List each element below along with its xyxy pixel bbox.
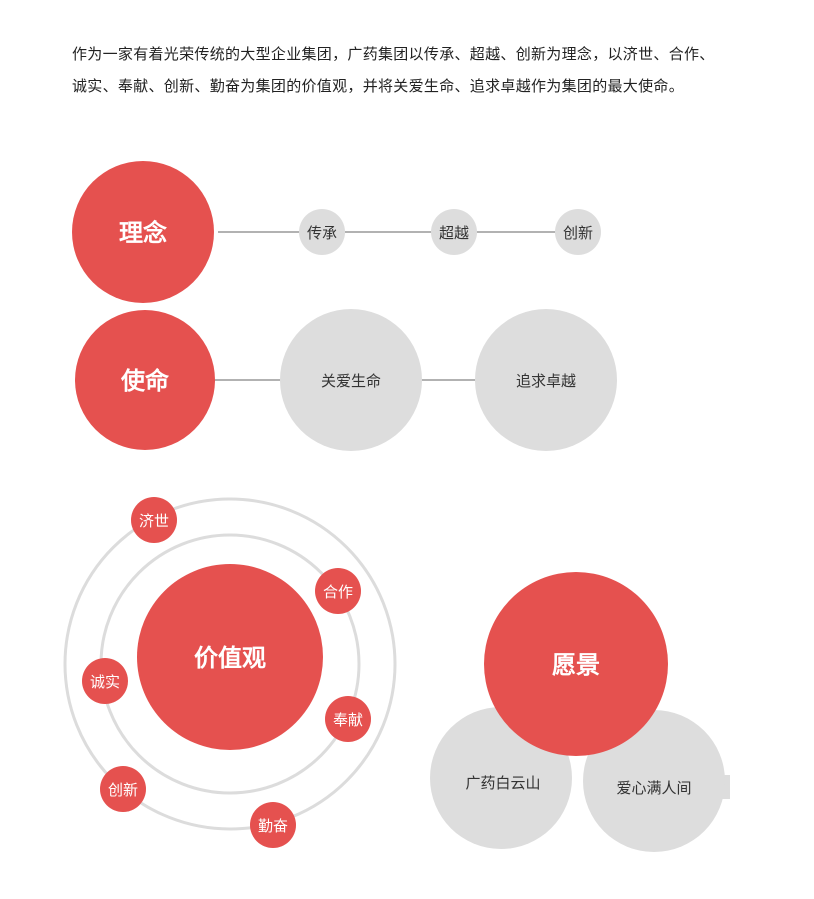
value-item-label: 济世 xyxy=(139,512,169,530)
values-circle xyxy=(137,564,323,750)
vision-title: 愿景 xyxy=(552,651,600,679)
mission-group: 使命 关爱生命 追求卓越 xyxy=(75,309,617,451)
concept-title: 理念 xyxy=(119,219,167,247)
concept-item-circle xyxy=(299,209,345,255)
mission-title: 使命 xyxy=(120,367,170,395)
concept-circle xyxy=(72,161,214,303)
value-item-circle xyxy=(250,802,296,848)
concept-item-label: 超越 xyxy=(439,224,469,242)
intro-line-1: 作为一家有着光荣传统的大型企业集团，广药集团以传承、超越、创新为理念，以济世、合… xyxy=(72,45,715,63)
concept-item-label: 创新 xyxy=(563,224,593,242)
vision-item-label: 爱心满人间 xyxy=(616,779,691,797)
mission-item-circle xyxy=(280,309,422,451)
value-item-label: 勤奋 xyxy=(258,817,288,835)
intro-text: 作为一家有着光荣传统的大型企业集团，广药集团以传承、超越、创新为理念，以济世、合… xyxy=(72,38,772,102)
value-item-circle xyxy=(315,568,361,614)
vision-group: 愿景 广药白云山 爱心满人间 xyxy=(430,572,730,852)
concept-item-label: 传承 xyxy=(307,224,337,242)
value-item-label: 诚实 xyxy=(90,673,120,691)
value-item-label: 创新 xyxy=(108,781,138,799)
value-item-circle xyxy=(100,766,146,812)
value-item-circle xyxy=(131,497,177,543)
value-item-label: 合作 xyxy=(323,583,353,601)
vision-circle xyxy=(484,572,668,756)
values-title: 价值观 xyxy=(194,644,266,672)
concept-item-circle xyxy=(555,209,601,255)
mission-item-label: 追求卓越 xyxy=(516,372,576,390)
mission-item-label: 关爱生命 xyxy=(321,372,381,390)
concept-item-circle xyxy=(431,209,477,255)
intro-line-2: 诚实、奉献、创新、勤奋为集团的价值观，并将关爱生命、追求卓越作为集团的最大使命。 xyxy=(72,77,685,95)
value-item-label: 奉献 xyxy=(333,711,363,729)
mission-item-circle xyxy=(475,309,617,451)
outer-ring xyxy=(63,497,397,831)
vision-item-label: 广药白云山 xyxy=(465,774,540,792)
concept-group: 理念 传承 超越 创新 xyxy=(72,161,601,303)
value-item-circle xyxy=(325,696,371,742)
value-item-circle xyxy=(82,658,128,704)
values-group: 价值观 济世 合作 奉献 勤奋 创新 诚实 xyxy=(63,497,397,848)
mission-circle xyxy=(75,310,215,450)
